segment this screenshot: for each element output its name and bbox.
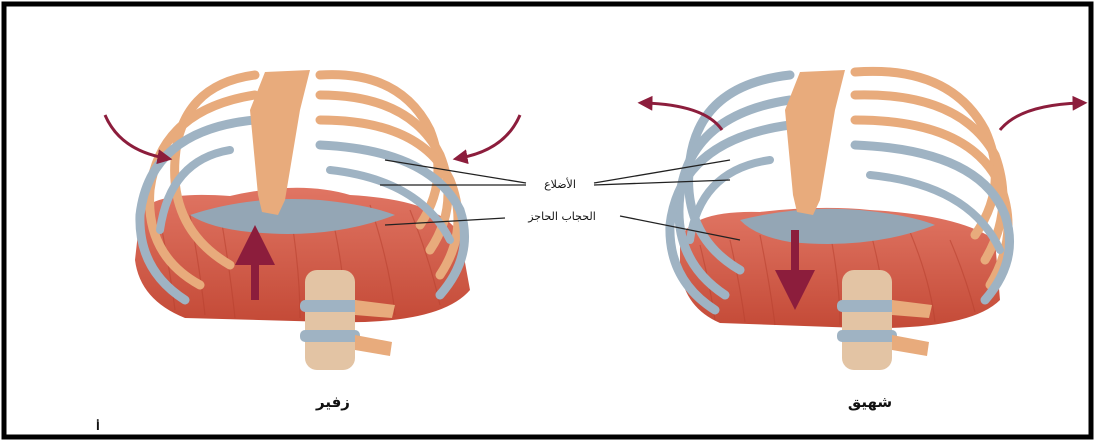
diaphragm-label: الحجاب الحاجز: [527, 210, 596, 223]
sternum-right: [785, 70, 845, 215]
ribs-label: الأضلاع: [544, 177, 576, 191]
curved-arrow-in-icon: [105, 115, 165, 158]
curved-arrow-in-icon: [460, 115, 520, 158]
exhale-caption: زفير: [315, 393, 350, 411]
curved-arrow-out-icon: [1000, 103, 1080, 130]
inhale-ribcage: [670, 70, 1010, 370]
exhale-ribcage: [135, 70, 470, 370]
corner-mark: أ: [96, 419, 100, 433]
inhale-caption: شهيق: [848, 393, 892, 411]
